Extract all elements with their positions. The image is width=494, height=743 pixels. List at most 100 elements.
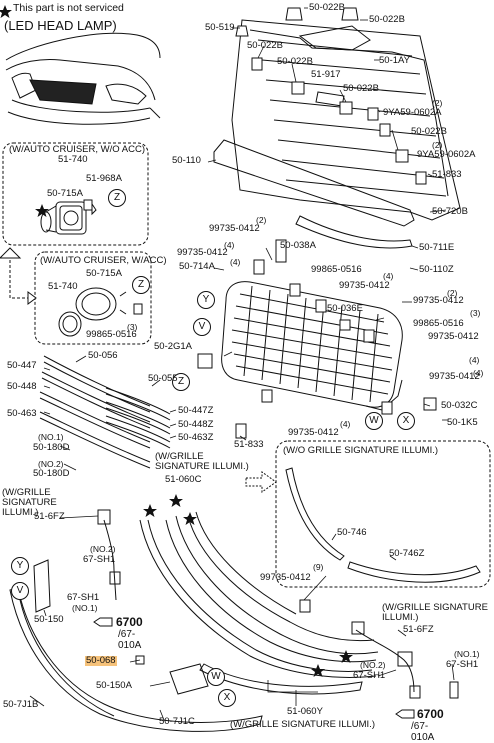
part-label[interactable]: 50-746Z <box>389 548 425 559</box>
part-label[interactable]: 50-715A <box>47 188 83 199</box>
callout-y-lower[interactable]: Y <box>11 557 29 575</box>
box-title-w-grille-center: (W/GRILLE SIGNATURE ILLUMI.) <box>155 451 249 472</box>
part-label[interactable]: 51-6FZ <box>34 511 65 522</box>
qty-label: (2) <box>447 288 458 298</box>
part-label[interactable]: 67-SH1 <box>353 670 386 681</box>
not-serviced-note: This part is not serviced <box>13 2 124 14</box>
qty-label: (2) <box>256 215 267 225</box>
part-label[interactable]: 50-022B <box>277 56 313 67</box>
callout-w-lower[interactable]: W <box>207 668 225 686</box>
part-label[interactable]: 51-740 <box>48 281 78 292</box>
part-label[interactable]: 50-715A <box>86 268 122 279</box>
part-label[interactable]: 67-SH1 <box>67 592 100 603</box>
signature-molding-left <box>285 467 345 561</box>
part-label[interactable]: 50-519 <box>205 22 235 33</box>
highlighted-part-label[interactable]: 50-068 <box>85 655 117 666</box>
part-label[interactable]: 99865-0516 <box>86 329 137 340</box>
box-title-w-grille-bottom: (W/GRILLE SIGNATURE ILLUMI.) <box>230 719 375 730</box>
part-label[interactable]: 50-714A <box>179 261 215 272</box>
part-label[interactable]: 50-036E <box>327 303 363 314</box>
part-label[interactable]: 50-055 <box>148 373 178 384</box>
part-label[interactable]: 50-720B <box>432 206 468 217</box>
part-label[interactable]: 99735-0412 <box>413 295 464 306</box>
part-label[interactable]: 50-1K5 <box>447 417 478 428</box>
callout-v-lower[interactable]: V <box>11 582 29 600</box>
part-label[interactable]: 51-060Y <box>287 706 323 717</box>
part-label[interactable]: 50-110Z <box>419 264 454 275</box>
part-label[interactable]: 50-448 <box>7 381 37 392</box>
part-label[interactable]: 50-180D <box>33 442 70 453</box>
qty-label: (NO.1) <box>38 432 64 442</box>
part-label[interactable]: 50-022B <box>247 40 283 51</box>
part-label[interactable]: 51-917 <box>311 69 341 80</box>
reference-6700-left[interactable]: 6700 /67-010A <box>116 615 143 651</box>
qty-label: (4) <box>383 271 394 281</box>
box-title-w-grille-right: (W/GRILLE SIGNATURE ILLUMI.) <box>382 602 488 623</box>
callout-x-main[interactable]: X <box>397 412 415 430</box>
part-label[interactable]: 50-448Z <box>178 419 214 430</box>
callout-v-upper[interactable]: V <box>193 318 211 336</box>
callout-z-box1[interactable]: Z <box>108 189 126 207</box>
reference-arrow-left <box>93 617 113 627</box>
grille-upper-molding <box>295 215 413 249</box>
part-label[interactable]: 51-833 <box>432 169 462 180</box>
part-label[interactable]: 50-022B <box>343 83 379 94</box>
callout-z-box2[interactable]: Z <box>132 276 150 294</box>
callout-x-lower[interactable]: X <box>218 689 236 707</box>
part-label[interactable]: 99735-0412 <box>429 371 480 382</box>
callout-w-main[interactable]: W <box>365 412 383 430</box>
bumper-bracket-center <box>169 663 209 695</box>
part-label[interactable]: 50-746 <box>337 527 367 538</box>
page-title: (LED HEAD LAMP) <box>4 18 117 33</box>
leader-lines <box>29 7 455 721</box>
reference-arrow-right <box>395 709 415 719</box>
part-label[interactable]: 51-740 <box>58 154 88 165</box>
qty-label: (4) <box>340 419 351 429</box>
part-label[interactable]: 50-022B <box>411 126 447 137</box>
reference-sub: /67-010A <box>118 629 142 651</box>
part-label[interactable]: 50-150A <box>96 680 132 691</box>
part-label[interactable]: 99735-0412 <box>428 331 479 342</box>
part-label[interactable]: 50-463Z <box>178 432 214 443</box>
part-label[interactable]: 51-833 <box>234 439 264 450</box>
part-label[interactable]: 99735-0412 <box>209 223 260 234</box>
part-label[interactable]: 9YA59-0602A <box>417 149 476 160</box>
qty-label: (NO.2) <box>360 660 386 670</box>
part-label[interactable]: 50-056 <box>88 350 118 361</box>
part-label[interactable]: 50-2G1A <box>154 341 193 352</box>
part-label[interactable]: 50-447Z <box>178 405 214 416</box>
part-label[interactable]: 50-711E <box>419 242 455 253</box>
part-label[interactable]: 67-SH1 <box>446 659 479 670</box>
part-label[interactable]: 67-SH1 <box>83 554 116 565</box>
part-label[interactable]: 50-038A <box>280 240 316 251</box>
car-front-illustration <box>5 32 161 125</box>
part-label[interactable]: 50-180D <box>33 468 70 479</box>
part-label[interactable]: 50-7J1C <box>159 716 195 727</box>
part-label[interactable]: 50-110 <box>172 155 201 166</box>
part-label[interactable]: 50-022B <box>309 2 345 13</box>
part-label[interactable]: 50-463 <box>7 408 37 419</box>
part-label[interactable]: 50-7J1B <box>3 699 39 710</box>
part-label[interactable]: 50-032C <box>441 400 478 411</box>
part-label[interactable]: 99865-0516 <box>413 318 464 329</box>
part-label[interactable]: 99735-0412 <box>260 572 311 583</box>
part-label[interactable]: 50-022B <box>369 14 405 25</box>
part-label[interactable]: 51-060C <box>165 474 202 485</box>
part-label[interactable]: 99865-0516 <box>311 264 362 275</box>
qty-label: (NO.2) <box>90 544 116 554</box>
part-label[interactable]: 9YA59-0602A <box>383 107 442 118</box>
part-label[interactable]: 99735-0412 <box>288 427 339 438</box>
part-label[interactable]: 51-968A <box>86 173 122 184</box>
part-label[interactable]: 51-6FZ <box>403 624 434 635</box>
callout-z-main[interactable]: Z <box>172 373 190 391</box>
part-label[interactable]: 50-1AY <box>379 55 410 66</box>
part-label[interactable]: 99735-0412 <box>339 280 390 291</box>
part-label[interactable]: 99735-0412 <box>177 247 228 258</box>
wiring-harness-left <box>97 509 121 601</box>
reference-6700-right[interactable]: 6700 /67-010A <box>411 707 444 743</box>
part-label[interactable]: 50-447 <box>7 360 37 371</box>
part-label[interactable]: 50-150 <box>34 614 64 625</box>
callout-y-upper[interactable]: Y <box>197 291 215 309</box>
qty-label: (2) <box>432 98 443 108</box>
